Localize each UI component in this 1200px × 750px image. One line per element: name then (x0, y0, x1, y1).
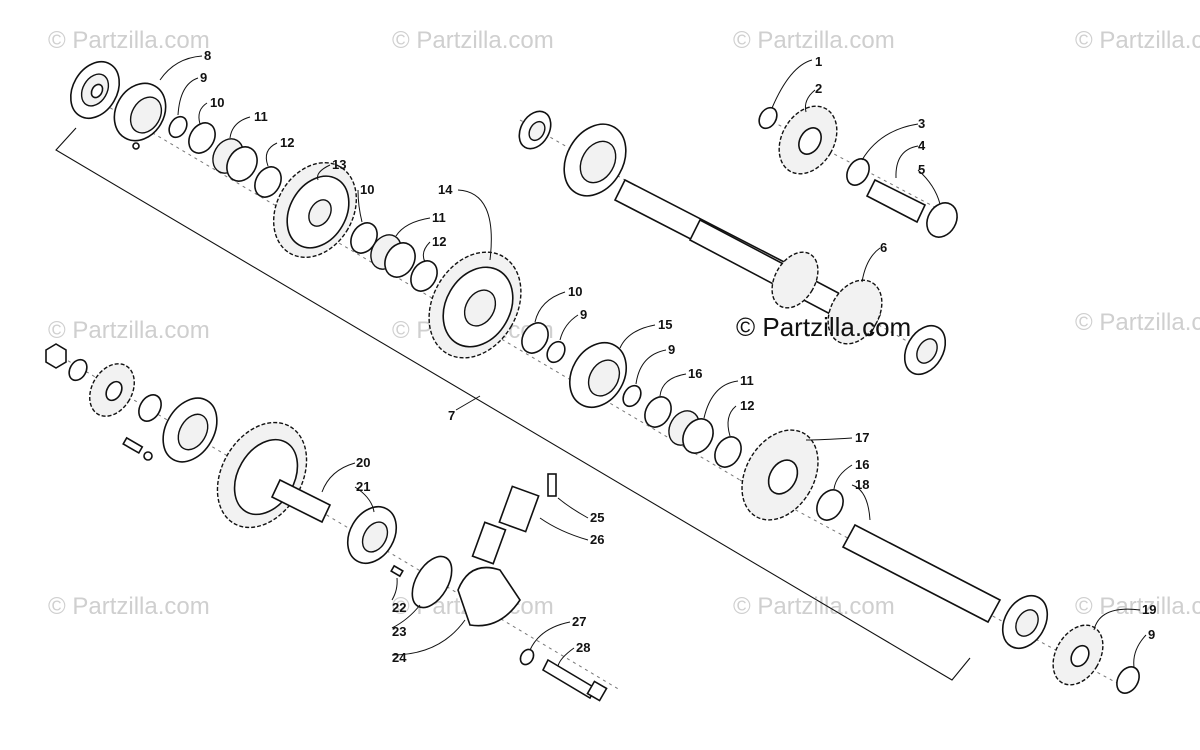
needle-bearing (370, 234, 416, 278)
snap-ring (622, 384, 642, 408)
shift-fork-hub (113, 82, 167, 150)
washer (188, 122, 216, 154)
dowel-pin (390, 564, 404, 578)
callout-10b: 10 (360, 182, 374, 197)
callout-24: 24 (392, 650, 407, 665)
sensor-housing (457, 521, 521, 627)
callout-9b: 9 (580, 307, 587, 322)
callout-10c: 10 (568, 284, 582, 299)
thrust-washer (644, 396, 672, 428)
callout-16: 16 (688, 366, 702, 381)
callout-26: 26 (590, 532, 604, 547)
washer (68, 358, 88, 382)
callout-27: 27 (572, 614, 586, 629)
callout-1: 1 (815, 54, 822, 69)
bushing (714, 436, 742, 468)
watermark: © Partzilla.com (48, 593, 210, 620)
snap-ring (168, 115, 188, 139)
callout-7: 7 (448, 408, 455, 423)
snap-ring (1116, 666, 1140, 694)
callout-12b: 12 (432, 234, 446, 249)
callout-20: 20 (356, 455, 370, 470)
watermark: © Partzilla.com (48, 27, 210, 54)
washer (519, 648, 535, 666)
shaft-gear-cluster (771, 251, 883, 345)
washer (138, 394, 162, 422)
bolt (122, 436, 153, 461)
bushing (254, 166, 282, 198)
collar (865, 178, 927, 224)
speed-sensor (498, 473, 557, 533)
callout-16b: 16 (855, 457, 869, 472)
bushing (410, 260, 438, 292)
watermark: © Partzilla.com (1075, 593, 1200, 620)
watermark: © Partzilla.com (733, 593, 895, 620)
center-watermark: © Partzilla.com (736, 312, 911, 342)
callout-15: 15 (658, 317, 672, 332)
callout-9c: 9 (668, 342, 675, 357)
watermark: © Partzilla.com (48, 317, 210, 344)
callout-21: 21 (356, 479, 370, 494)
watermark: © Partzilla.com (733, 27, 895, 54)
counter-shaft (841, 523, 1002, 624)
gear (741, 429, 819, 521)
bushing (846, 158, 870, 186)
output-gear (216, 421, 332, 529)
bolt (541, 658, 608, 702)
callout-4: 4 (918, 138, 926, 153)
watermark: © Partzilla.com (1075, 309, 1200, 336)
gasket (411, 555, 453, 609)
callout-13: 13 (332, 157, 346, 172)
callout-5: 5 (918, 162, 925, 177)
bearing (162, 397, 218, 463)
snap-ring (546, 340, 566, 364)
needle-bearing (668, 410, 714, 454)
leader-lines (159, 55, 1147, 668)
bearing (69, 60, 121, 120)
nut (45, 343, 67, 369)
gear (778, 105, 838, 175)
callout-12: 12 (280, 135, 294, 150)
callout-10: 10 (210, 95, 224, 110)
callout-11c: 11 (740, 373, 754, 388)
callout-labels: 1 2 3 4 5 6 7 8 9 10 11 12 13 10 11 12 1… (200, 48, 1156, 665)
washer (521, 322, 549, 354)
callout-6: 6 (880, 240, 887, 255)
callout-22: 22 (392, 600, 406, 615)
bearing (346, 505, 398, 565)
oil-seal (518, 110, 552, 150)
shift-fork-hub (568, 342, 628, 408)
callout-12c: 12 (740, 398, 754, 413)
snap-ring (758, 106, 778, 130)
callout-23: 23 (392, 624, 406, 639)
callout-17: 17 (855, 430, 869, 445)
watermark: © Partzilla.com (392, 27, 554, 54)
gear (428, 251, 522, 359)
needle-bearing (212, 138, 258, 182)
callout-9d: 9 (1148, 627, 1155, 642)
callout-3: 3 (918, 116, 925, 131)
callout-19: 19 (1142, 602, 1156, 617)
gear (1052, 624, 1104, 686)
callout-2: 2 (815, 81, 822, 96)
sprocket (89, 363, 135, 417)
callout-8: 8 (204, 48, 211, 63)
bushing (926, 202, 958, 238)
bearing (563, 123, 627, 197)
watermark: © Partzilla.com (1075, 27, 1200, 54)
assembly-bracket (55, 127, 971, 681)
thrust-washer (816, 489, 844, 521)
callout-28: 28 (576, 640, 590, 655)
callout-25: 25 (590, 510, 604, 525)
callout-11b: 11 (432, 210, 446, 225)
watermark-layer: © Partzilla.com © Partzilla.com © Partzi… (48, 27, 1200, 620)
callout-9: 9 (200, 70, 207, 85)
gear (272, 162, 358, 258)
callout-11: 11 (254, 109, 268, 124)
callout-14: 14 (438, 182, 453, 197)
bearing (903, 324, 947, 376)
callout-18: 18 (855, 477, 869, 492)
bearing (1001, 594, 1049, 650)
